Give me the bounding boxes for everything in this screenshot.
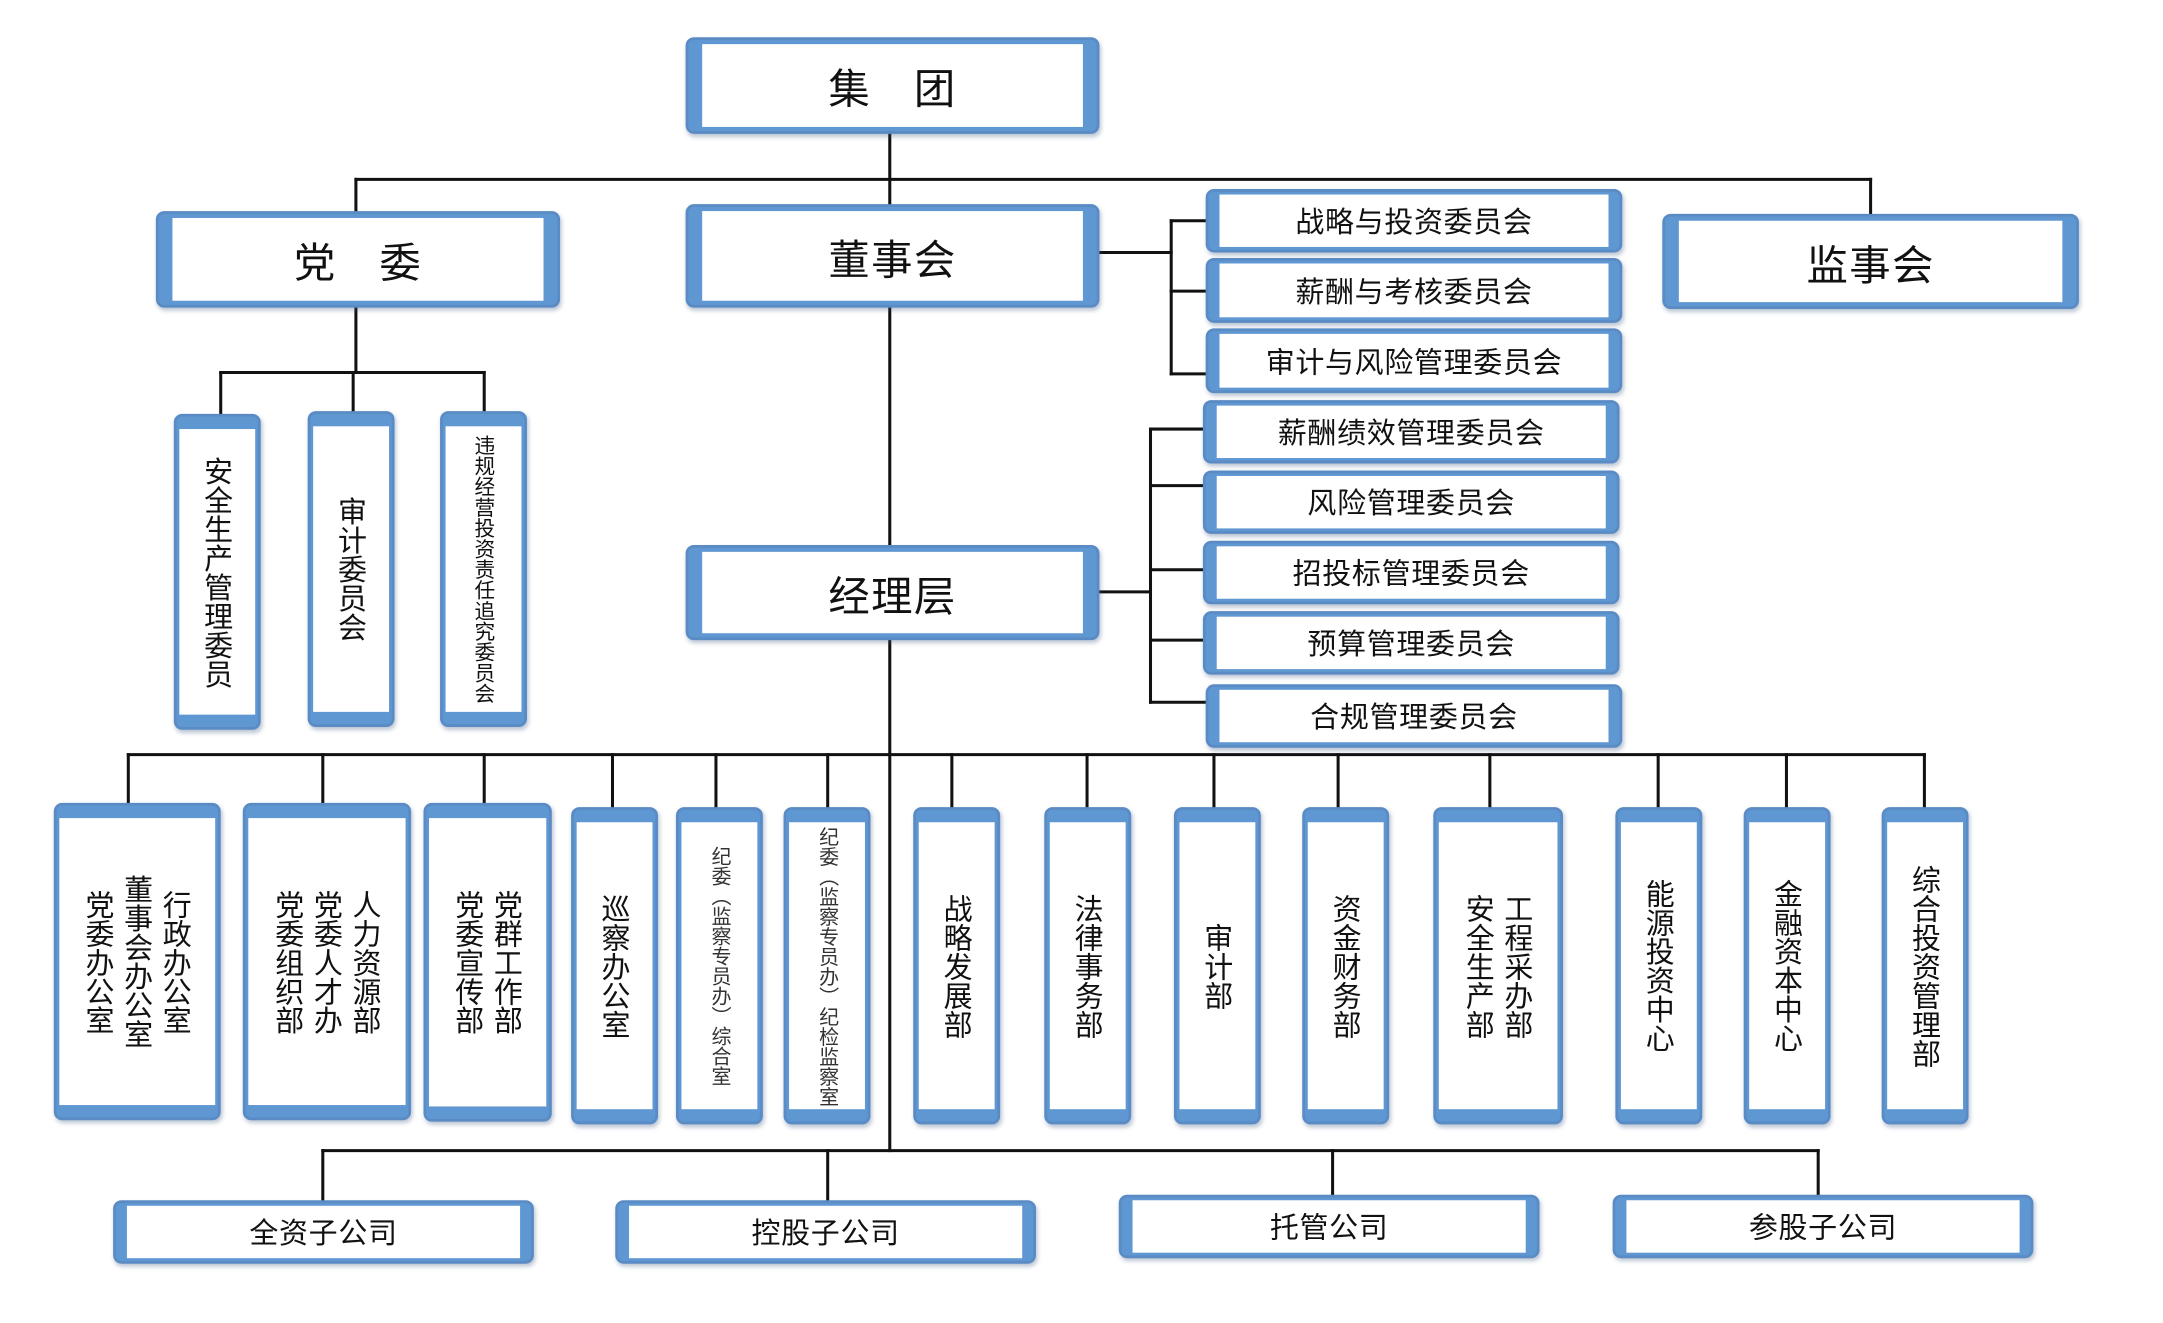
supervisory-board-label: 监事会	[1806, 242, 1935, 291]
dept-engineering: 工程采办部 安全生产部	[1433, 807, 1563, 1125]
dept-label: 董事会办公室	[120, 874, 154, 1049]
mgmt-committee-bidding: 招投标管理委员会	[1202, 540, 1620, 605]
party-committee-label: 党 委	[293, 240, 423, 289]
dept-strategy: 战略发展部	[913, 807, 1001, 1125]
party-sub-safety: 安全生产管理委员	[173, 413, 261, 730]
dept-label: 党委人才办	[310, 889, 344, 1035]
dept-financial-capital: 金融资本中心	[1743, 807, 1831, 1125]
party-sub-label: 审计委员会	[334, 496, 368, 642]
party-committee-box: 党 委	[155, 211, 561, 308]
management-box: 经理层	[685, 544, 1100, 641]
board-box: 董事会	[685, 204, 1100, 308]
party-sub-audit: 审计委员会	[307, 411, 395, 728]
dept-label: 审计部	[1200, 922, 1234, 1010]
dept-label: 法律事务部	[1071, 893, 1105, 1039]
dept-admin-office: 行政办公室 董事会办公室 党委办公室	[53, 802, 221, 1121]
supervisory-board-box: 监事会	[1662, 213, 2079, 310]
dept-label: 纪委（监察专员办）纪检监察室	[815, 825, 839, 1106]
subsidiary-label: 控股子公司	[751, 1216, 900, 1250]
subsidiary-trusteeship: 托管公司	[1118, 1194, 1540, 1259]
dept-label: 金融资本中心	[1770, 878, 1804, 1053]
dept-label: 资金财务部	[1329, 893, 1363, 1039]
dept-energy-investment: 能源投资中心	[1615, 807, 1703, 1125]
mgmt-committee-risk: 风险管理委员会	[1202, 470, 1620, 534]
dept-discipline-inspection: 纪委（监察专员办）纪检监察室	[783, 807, 871, 1125]
board-committee-strategy: 战略与投资委员会	[1205, 189, 1623, 253]
dept-investment-management: 综合投资管理部	[1881, 807, 1969, 1125]
dept-audit: 审计部	[1173, 807, 1261, 1125]
subsidiary-equity-participation: 参股子公司	[1612, 1194, 2034, 1259]
dept-label: 战略发展部	[940, 893, 974, 1039]
mgmt-committee-compliance: 合规管理委员会	[1205, 684, 1623, 748]
dept-label: 安全生产部	[1462, 893, 1496, 1039]
mgmt-committee-label: 合规管理委员会	[1310, 700, 1518, 734]
group-box: 集 团	[685, 37, 1100, 134]
party-sub-accountability: 违规经营投资责任追究委员会	[440, 411, 527, 728]
dept-label: 党委办公室	[82, 889, 116, 1035]
board-label: 董事会	[828, 236, 957, 285]
group-label: 集 团	[828, 66, 957, 115]
subsidiary-label: 全资子公司	[249, 1216, 398, 1250]
party-sub-label: 安全生产管理委员	[200, 455, 234, 688]
dept-label: 能源投资中心	[1642, 878, 1676, 1053]
mgmt-committee-performance: 薪酬绩效管理委员会	[1202, 400, 1620, 464]
dept-label: 党群工作部	[490, 889, 524, 1035]
dept-label: 纪委（监察专员办）综合室	[708, 845, 731, 1086]
mgmt-committee-budget: 预算管理委员会	[1202, 611, 1620, 675]
mgmt-committee-label: 预算管理委员会	[1307, 627, 1516, 661]
dept-discipline-general: 纪委（监察专员办）综合室	[675, 807, 763, 1125]
dept-label: 巡察办公室	[598, 893, 632, 1039]
party-sub-label: 违规经营投资责任追究委员会	[471, 434, 497, 704]
board-committee-audit-risk: 审计与风险管理委员会	[1205, 328, 1623, 394]
board-committee-label: 战略与投资委员会	[1295, 205, 1533, 239]
board-committee-label: 审计与风险管理委员会	[1265, 345, 1563, 379]
mgmt-committee-label: 招投标管理委员会	[1292, 557, 1530, 591]
management-label: 经理层	[828, 573, 957, 622]
board-committee-label: 薪酬与考核委员会	[1295, 275, 1533, 309]
dept-legal: 法律事务部	[1044, 807, 1132, 1125]
dept-label: 党委组织部	[271, 889, 305, 1035]
dept-hr: 人力资源部 党委人才办 党委组织部	[242, 802, 412, 1121]
mgmt-committee-label: 风险管理委员会	[1307, 486, 1516, 521]
dept-label: 人力资源部	[349, 889, 383, 1035]
subsidiary-holding: 控股子公司	[615, 1200, 1037, 1264]
subsidiary-label: 参股子公司	[1748, 1211, 1898, 1245]
board-committee-compensation: 薪酬与考核委员会	[1205, 257, 1623, 323]
subsidiary-wholly-owned: 全资子公司	[113, 1200, 534, 1264]
dept-label: 工程采办部	[1500, 893, 1535, 1039]
dept-label: 党委宣传部	[451, 889, 485, 1035]
dept-finance: 资金财务部	[1302, 807, 1390, 1125]
dept-label: 行政办公室	[159, 889, 193, 1035]
dept-label: 综合投资管理部	[1908, 864, 1942, 1068]
subsidiary-label: 托管公司	[1269, 1211, 1389, 1245]
mgmt-committee-label: 薪酬绩效管理委员会	[1277, 416, 1545, 450]
dept-inspection: 巡察办公室	[571, 807, 659, 1125]
dept-party-work: 党群工作部 党委宣传部	[423, 802, 552, 1122]
